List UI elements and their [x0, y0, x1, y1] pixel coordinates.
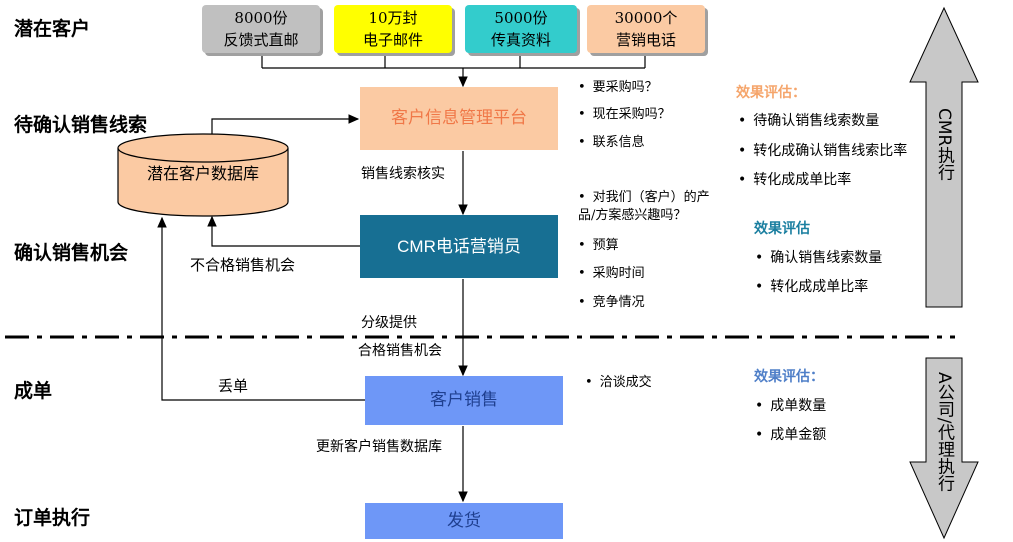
- eval2-item: 确认销售线索数量: [755, 247, 882, 267]
- unqualified-label: 不合格销售机会: [190, 256, 296, 274]
- update-db-label: 更新客户销售数据库: [316, 439, 442, 455]
- eval1-title: 效果评估：: [736, 85, 806, 101]
- eval1-item: 转化成确认销售线索比率: [738, 140, 907, 160]
- eval3-item: 成单金额: [755, 424, 826, 444]
- source-fax: 5000份 传真资料: [465, 5, 577, 53]
- sales-box: 客户销售: [365, 376, 563, 425]
- agent-arrow-shape: [909, 357, 979, 540]
- telesales-box: CMR电话营销员: [360, 215, 558, 278]
- stage-deal: 成单: [14, 380, 53, 402]
- crm-platform-box: 客户信息管理平台: [360, 87, 558, 150]
- note-contact: 联系信息: [578, 135, 645, 151]
- eval1-item: 待确认销售线索数量: [738, 110, 879, 130]
- note-timing: 现在采购吗？: [578, 107, 671, 123]
- cmr-arrow-shape: [909, 6, 979, 308]
- eval2-item: 转化成成单比率: [755, 276, 868, 296]
- lost-arrow: [157, 216, 365, 401]
- source-channel: 营销电话: [615, 31, 676, 49]
- source-channel: 电子邮件: [362, 31, 423, 49]
- source-channel: 传真资料: [490, 31, 551, 49]
- qualified-label: 合格销售机会: [358, 343, 442, 359]
- stage-confirmed: 确认销售机会: [14, 242, 129, 264]
- eval2-title: 效果评估: [754, 221, 810, 237]
- lost-label: 丢单: [218, 377, 249, 395]
- database-label: 潜在客户数据库: [146, 164, 259, 183]
- stage-pending-leads: 待确认销售线索: [14, 114, 148, 136]
- unqualified-arrow: [207, 215, 360, 247]
- database-cylinder: [117, 133, 289, 217]
- note-negotiate: 洽谈成交: [585, 375, 652, 391]
- source-connector: [261, 53, 646, 88]
- verify-label: 销售线索核实: [361, 166, 445, 182]
- source-count: 5000份: [494, 9, 548, 27]
- agent-execution-label: A公司/代理执行: [934, 372, 954, 492]
- delivery-box: 发货: [365, 503, 563, 539]
- note-budget: 预算: [578, 238, 619, 254]
- note-purchase-time: 采购时间: [578, 266, 645, 282]
- source-count: 30000个: [614, 9, 678, 27]
- cmr-execution-label: CMR执行: [934, 108, 954, 181]
- note-interest-a: 对我们（客户）的产: [578, 190, 710, 206]
- graded-label: 分级提供: [361, 315, 417, 331]
- stage-potential: 潜在客户: [14, 18, 91, 40]
- stage-fulfillment: 订单执行: [14, 507, 91, 529]
- note-competition: 竞争情况: [578, 295, 645, 311]
- source-email: 10万封 电子邮件: [334, 5, 452, 53]
- eval3-item: 成单数量: [755, 395, 826, 415]
- source-channel: 反馈式直邮: [223, 31, 299, 49]
- source-count: 8000份: [234, 9, 288, 27]
- source-count: 10万封: [368, 9, 418, 27]
- note-interest-b: 品/方案感兴趣吗？: [578, 208, 687, 223]
- eval3-title: 效果评估：: [754, 369, 824, 385]
- source-phone: 30000个 营销电话: [587, 5, 705, 53]
- db-to-platform-arrow: [211, 114, 360, 140]
- eval1-item: 转化成成单比率: [738, 169, 851, 189]
- source-direct-mail: 8000份 反馈式直邮: [202, 5, 320, 53]
- note-need: 要采购吗？: [578, 80, 658, 96]
